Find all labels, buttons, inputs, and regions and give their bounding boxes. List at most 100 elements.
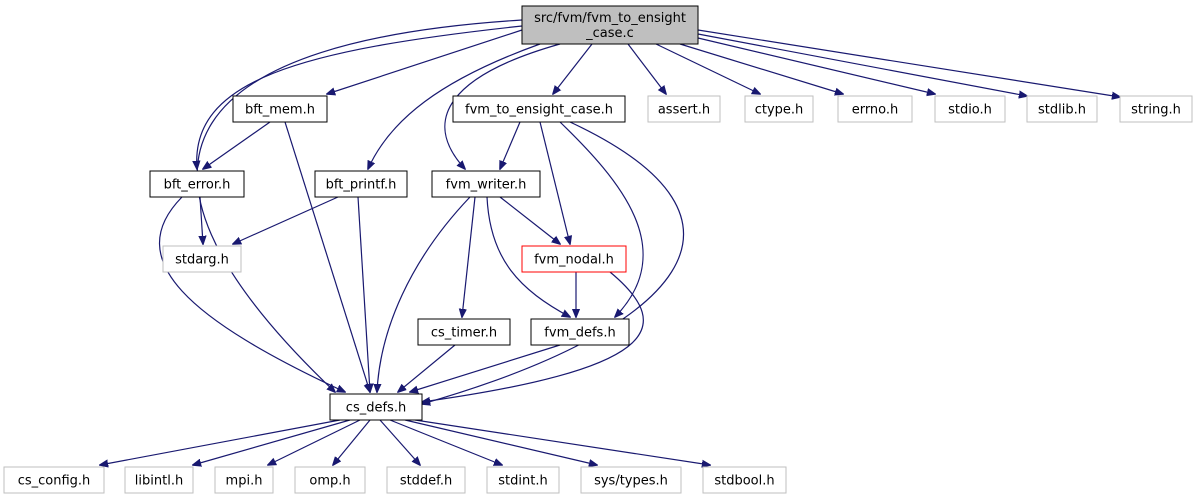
edge-fvm_writer-to-cs_defs <box>377 196 471 392</box>
node-label: sys/types.h <box>594 474 668 489</box>
edge-root-to-bft_printf <box>368 43 541 169</box>
node-cs-defs[interactable]: cs_defs.h <box>329 393 423 421</box>
node-label: cs_config.h <box>18 474 91 489</box>
node-bft-printf[interactable]: bft_printf.h <box>314 170 408 198</box>
node-fvm-defs[interactable]: fvm_defs.h <box>530 318 630 346</box>
node-label: cs_timer.h <box>431 326 497 341</box>
edge-bft_printf-to-stdarg <box>233 196 339 244</box>
node-box <box>702 466 787 494</box>
node-ctype: ctype.h <box>744 95 814 123</box>
edge-fvm_to_ensight_case_h-to-fvm_nodal <box>539 121 570 244</box>
edge-fvm_to_ensight_case_h-to-fvm_defs <box>559 121 644 317</box>
node-label: string.h <box>1131 103 1181 118</box>
node-stdarg: stdarg.h <box>162 245 242 273</box>
node-label: bft_printf.h <box>326 178 397 193</box>
node-string: string.h <box>1119 95 1193 123</box>
node-stddef: stddef.h <box>386 466 466 494</box>
node-errno: errno.h <box>837 95 913 123</box>
node-label: stdarg.h <box>175 253 229 268</box>
node-bft-mem[interactable]: bft_mem.h <box>232 95 328 123</box>
node-fvm-writer[interactable]: fvm_writer.h <box>431 170 541 198</box>
node-stdio: stdio.h <box>934 95 1006 123</box>
node-label: stdbool.h <box>714 474 774 489</box>
edge-cs_timer-to-cs_defs <box>398 344 456 392</box>
node-box <box>124 466 194 494</box>
edge-root-to-stdio <box>697 37 935 94</box>
node-box <box>214 466 274 494</box>
edge-root-to-fvm_to_ensight_case_h <box>553 43 593 94</box>
edge-bft_error-to-stdarg <box>200 196 203 244</box>
node-libintl: libintl.h <box>124 466 194 494</box>
node-cs-timer[interactable]: cs_timer.h <box>417 318 511 346</box>
node-box <box>386 466 466 494</box>
node-label: fvm_nodal.h <box>534 253 614 268</box>
node-box <box>580 466 682 494</box>
node-label: omp.h <box>309 474 350 489</box>
edge-cs_defs-to-systypes <box>404 419 597 465</box>
node-label: cs_defs.h <box>346 401 406 416</box>
node-box <box>837 95 913 123</box>
edge-cs_defs-to-cs_config <box>100 419 341 465</box>
node-box <box>934 95 1006 123</box>
edge-cs_defs-to-omp <box>333 419 371 465</box>
node-label: bft_error.h <box>164 178 231 193</box>
node-bft-error[interactable]: bft_error.h <box>149 170 245 198</box>
node-stdbool: stdbool.h <box>702 466 787 494</box>
edge-layer <box>100 19 1120 465</box>
edge-fvm_writer-to-cs_timer <box>462 196 476 317</box>
node-label: bft_mem.h <box>245 103 315 118</box>
node-box <box>486 466 560 494</box>
edge-cs_defs-to-libintl <box>193 419 351 465</box>
edge-fvm_nodal-to-cs_defs <box>422 271 644 402</box>
node-omp: omp.h <box>294 466 366 494</box>
node-label: fvm_writer.h <box>446 178 527 193</box>
node-stdint: stdint.h <box>486 466 560 494</box>
node-label: ctype.h <box>755 103 804 118</box>
edge-root-to-bft_mem <box>327 28 526 94</box>
node-box <box>1026 95 1098 123</box>
node-box <box>521 245 627 273</box>
node-box <box>329 393 423 421</box>
edge-bft_error-to-cs_defs <box>159 196 345 392</box>
edge-root-to-stdlib <box>697 33 1027 96</box>
edge-fvm_to_ensight_case_h-to-fvm_writer <box>500 121 521 169</box>
node-label: stdio.h <box>948 103 992 118</box>
node-label: stdlib.h <box>1038 103 1086 118</box>
node-box <box>294 466 366 494</box>
node-box <box>3 466 105 494</box>
node-box <box>149 170 245 198</box>
edge-root-to-cs_defs <box>196 19 523 392</box>
node-assert: assert.h <box>647 95 721 123</box>
edge-bft_mem-to-bft_error <box>203 121 271 169</box>
edge-root-to-errno <box>679 43 843 94</box>
node-label: stddef.h <box>400 474 452 489</box>
edge-root-to-ctype <box>655 43 760 94</box>
edge-root-to-assert <box>627 43 666 94</box>
edge-fvm_writer-to-fvm_nodal <box>499 196 560 244</box>
edge-bft_printf-to-cs_defs <box>357 196 370 392</box>
node-box <box>521 5 699 45</box>
edge-cs_defs-to-stdint <box>389 419 502 465</box>
node-box <box>647 95 721 123</box>
node-box <box>1119 95 1193 123</box>
edge-cs_defs-to-stdbool <box>414 419 710 465</box>
node-stdlib: stdlib.h <box>1026 95 1098 123</box>
node-box <box>417 318 511 346</box>
edge-fvm_defs-to-cs_defs <box>410 344 561 392</box>
node-fvm-to-ensight-case-h[interactable]: fvm_to_ensight_case.h <box>452 95 626 123</box>
node-systypes: sys/types.h <box>580 466 682 494</box>
node-label: assert.h <box>658 103 710 118</box>
node-label: libintl.h <box>135 474 183 489</box>
node-label: errno.h <box>852 103 899 118</box>
node-box <box>431 170 541 198</box>
edge-root-to-string <box>697 29 1120 97</box>
node-label: mpi.h <box>226 474 263 489</box>
node-box <box>162 245 242 273</box>
node-box <box>530 318 630 346</box>
node-root[interactable]: src/fvm/fvm_to_ensight_case.c <box>521 5 699 45</box>
node-fvm-nodal[interactable]: fvm_nodal.h <box>521 245 627 273</box>
node-box <box>452 95 626 123</box>
node-label: stdint.h <box>498 474 547 489</box>
